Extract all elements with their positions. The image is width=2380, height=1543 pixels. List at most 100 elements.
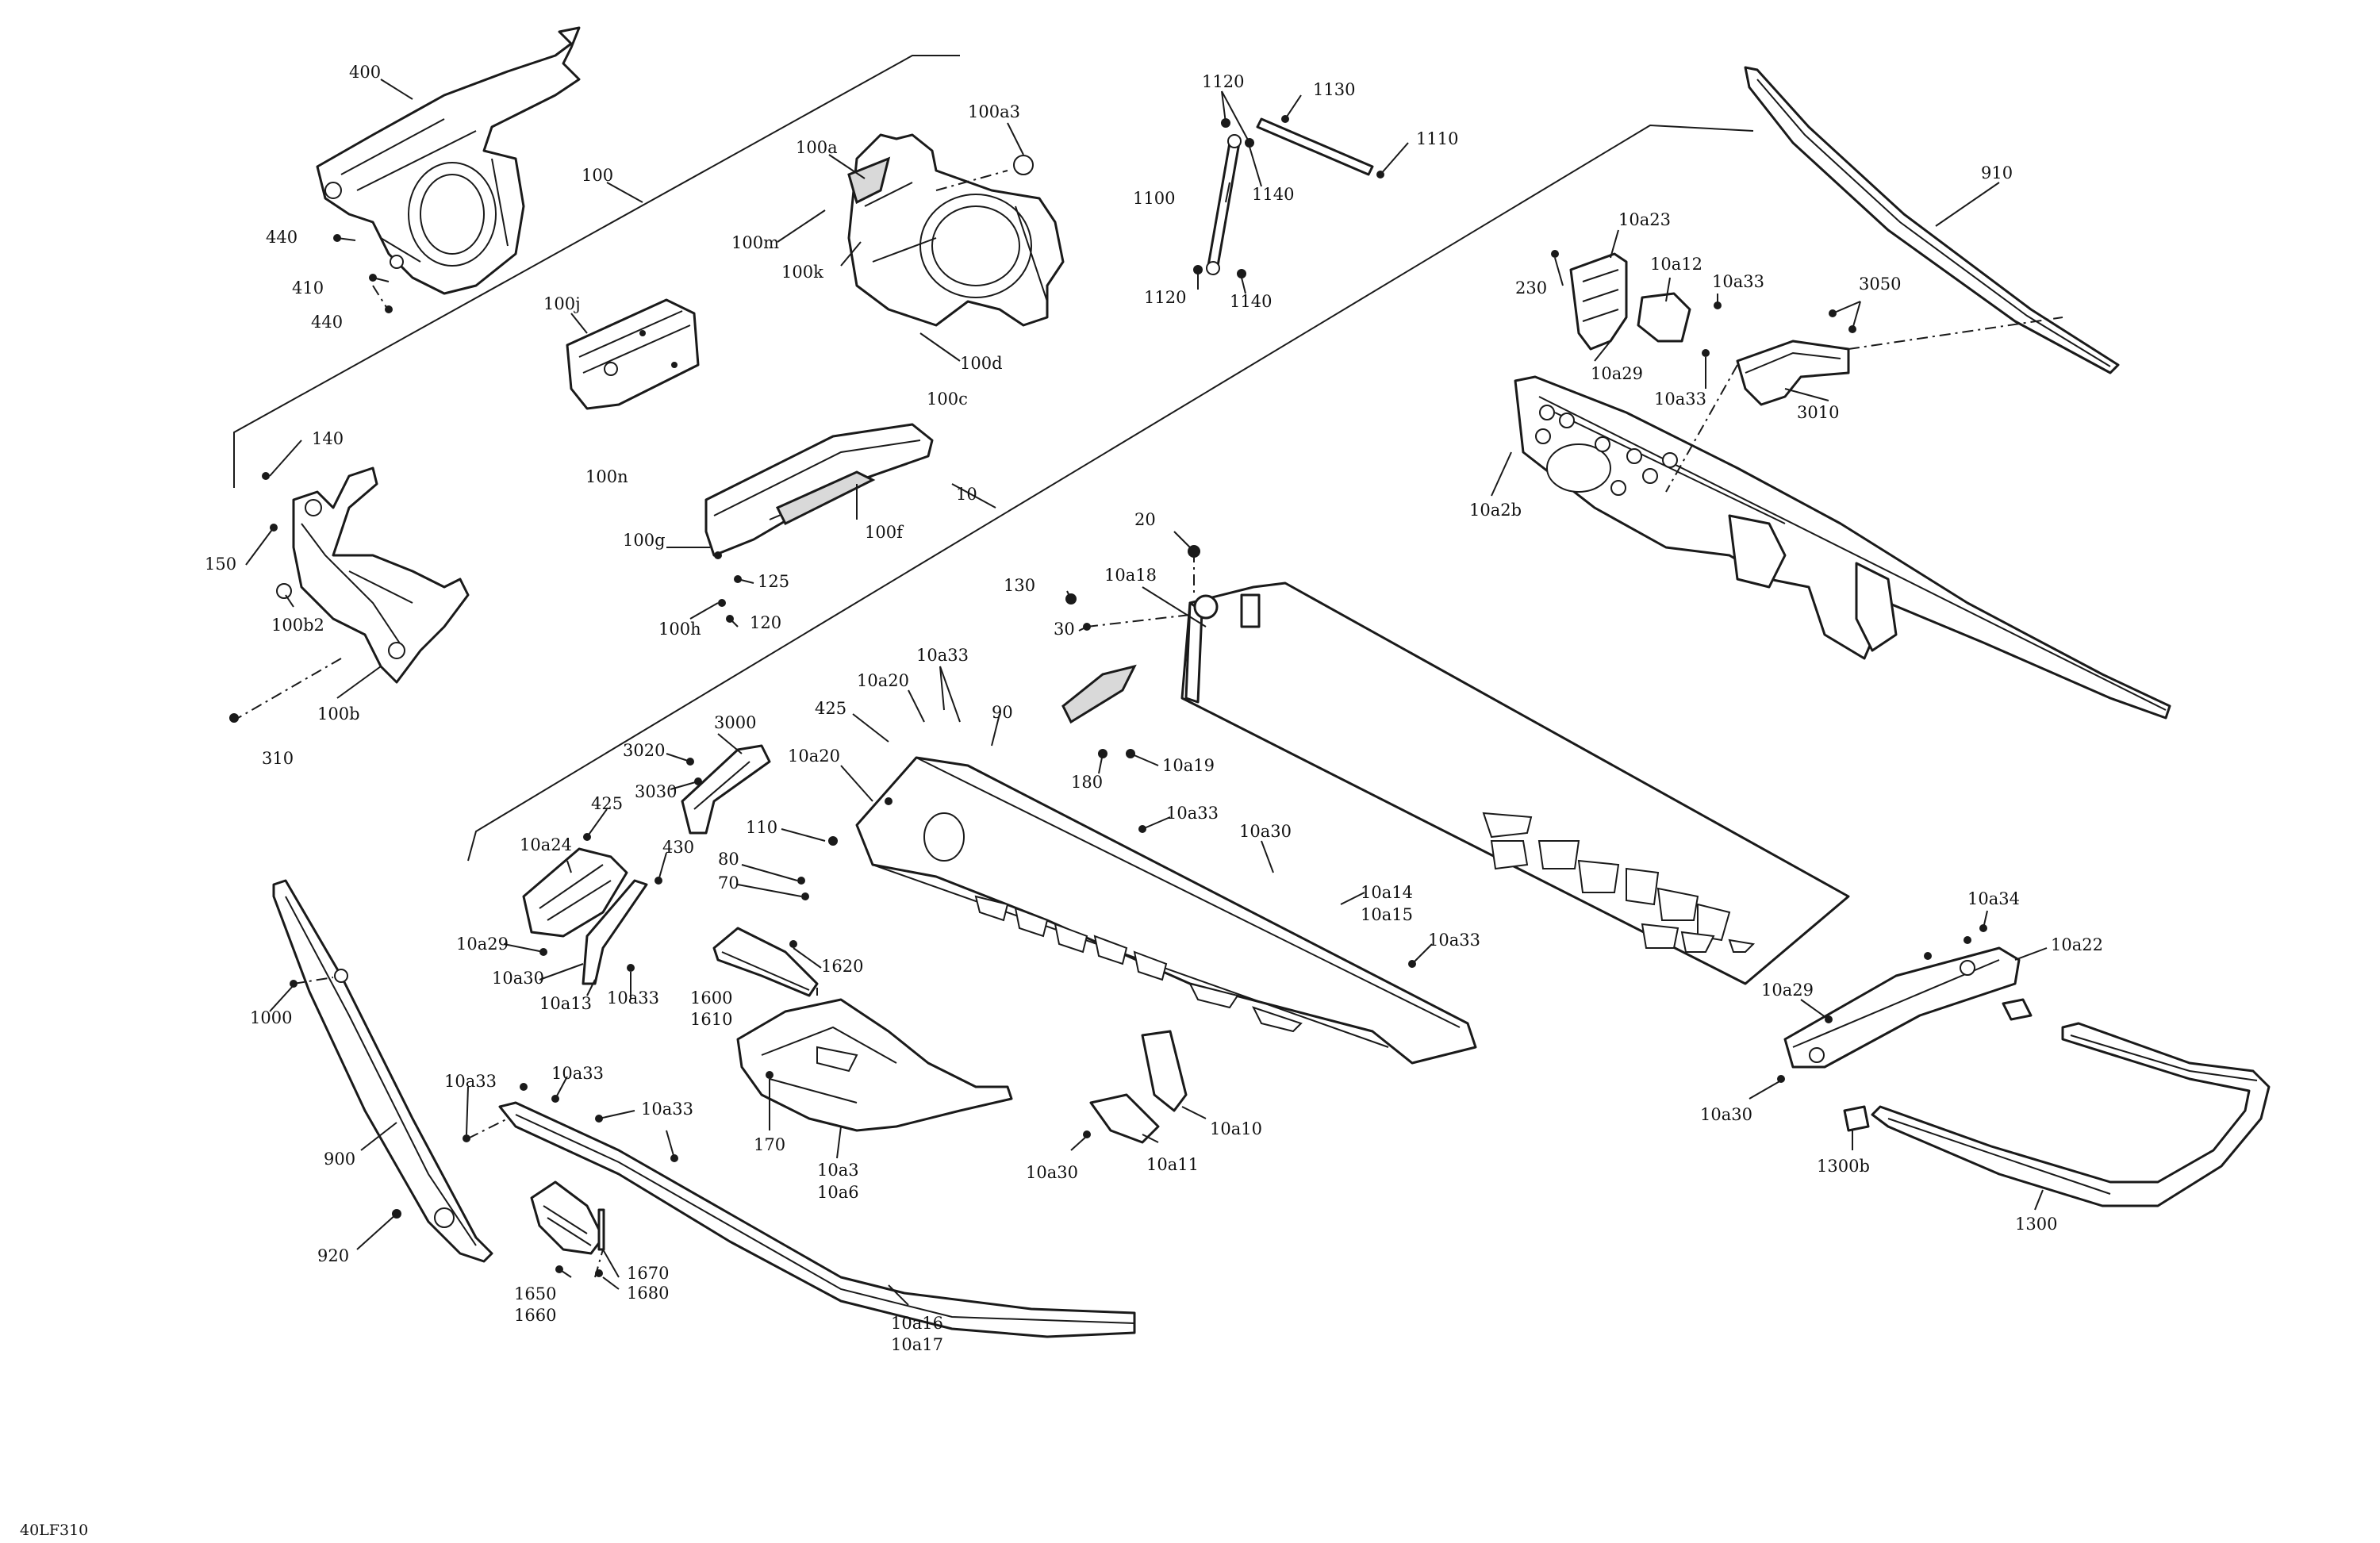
callout-10a29: 10a29 xyxy=(456,935,509,954)
callout-1610: 1610 xyxy=(690,1010,732,1029)
callout-3050: 3050 xyxy=(1859,274,1901,294)
callout-10a12: 10a12 xyxy=(1650,255,1702,274)
callout-10a6: 10a6 xyxy=(817,1183,859,1202)
callout-1620: 1620 xyxy=(821,957,863,976)
part-10a10-bracket xyxy=(1083,1030,1188,1144)
callout-100b2: 100b2 xyxy=(271,616,324,635)
callout-100a: 100a xyxy=(796,138,838,157)
callout-310: 310 xyxy=(262,749,294,768)
callout-3010: 3010 xyxy=(1797,403,1839,422)
callout-900: 900 xyxy=(324,1150,355,1169)
part-100b-bulkhead xyxy=(229,466,470,723)
callout-1120: 1120 xyxy=(1144,288,1186,307)
part-10a23-bracket xyxy=(1551,250,1722,357)
part-3010-bracket xyxy=(1736,309,1856,406)
callout-120: 120 xyxy=(750,613,781,632)
callout-70: 70 xyxy=(718,873,739,892)
callout-1100: 1100 xyxy=(1133,189,1175,208)
callout-20: 20 xyxy=(1134,510,1156,529)
part-100f-bracket xyxy=(704,423,934,623)
tunnel-vents xyxy=(1482,812,1756,953)
callout-10a33: 10a33 xyxy=(641,1100,693,1119)
part-10-left-side-panel xyxy=(797,756,1477,1065)
callout-10a16: 10a16 xyxy=(891,1314,943,1333)
leader-lines xyxy=(245,79,2048,1306)
callout-10a33: 10a33 xyxy=(1712,272,1764,291)
callout-100f: 100f xyxy=(865,523,904,542)
callout-10a19: 10a19 xyxy=(1162,756,1215,775)
callout-10a17: 10a17 xyxy=(891,1335,943,1354)
part-10a22-rear-bracket xyxy=(1777,924,2021,1083)
callout-100h: 100h xyxy=(658,620,701,639)
callout-3000: 3000 xyxy=(714,713,756,732)
part-100-front-frame xyxy=(847,133,1065,327)
part-1600-step xyxy=(712,927,819,997)
callout-110: 110 xyxy=(746,818,777,837)
callout-10a33: 10a33 xyxy=(551,1064,604,1083)
part-910-rail xyxy=(1744,66,2120,374)
callout-400: 400 xyxy=(349,63,381,82)
callout-1650: 1650 xyxy=(514,1284,556,1303)
callout-150: 150 xyxy=(205,555,236,574)
callout-1300: 1300 xyxy=(2015,1215,2057,1234)
callout-10a30: 10a30 xyxy=(1700,1105,1752,1124)
callout-1110: 1110 xyxy=(1416,129,1458,148)
callout-10a29: 10a29 xyxy=(1591,364,1643,383)
callout-1670: 1670 xyxy=(627,1264,669,1283)
callout-80: 80 xyxy=(718,850,739,869)
part-10a2b-side-panel xyxy=(1514,375,2171,720)
part-10a16-running-board xyxy=(463,1083,1136,1338)
callout-10a15: 10a15 xyxy=(1361,905,1413,924)
callout-1660: 1660 xyxy=(514,1306,556,1325)
callout-10a13: 10a13 xyxy=(539,994,592,1013)
part-1650-footrest xyxy=(530,1180,605,1277)
part-10a24-bracket xyxy=(522,833,662,985)
callout-910: 910 xyxy=(1981,163,2013,182)
callout-100c: 100c xyxy=(927,390,968,409)
part-400-column-support xyxy=(316,26,581,295)
callout-10a23: 10a23 xyxy=(1618,210,1671,229)
callout-130: 130 xyxy=(1004,576,1035,595)
callout-10a30: 10a30 xyxy=(1239,822,1292,841)
callout-100a3: 100a3 xyxy=(968,102,1020,121)
centre-lines xyxy=(237,170,2063,1278)
callout-100: 100 xyxy=(582,166,613,185)
callout-10a29: 10a29 xyxy=(1761,981,1814,1000)
callout-1140: 1140 xyxy=(1252,185,1294,204)
callout-1600: 1600 xyxy=(690,988,732,1008)
callout-230: 230 xyxy=(1515,278,1547,297)
callout-140: 140 xyxy=(312,429,344,448)
callout-1140: 1140 xyxy=(1230,292,1272,311)
part-10a3-skid-plate xyxy=(736,998,1013,1132)
callout-100n: 100n xyxy=(585,467,628,486)
callout-100j: 100j xyxy=(543,294,581,313)
callout-10a33: 10a33 xyxy=(1654,390,1706,409)
diagram-code: 40LF310 xyxy=(20,1522,88,1539)
callout-1680: 1680 xyxy=(627,1284,669,1303)
callout-10a30: 10a30 xyxy=(1026,1163,1078,1182)
callout-10a14: 10a14 xyxy=(1361,883,1413,902)
callout-920: 920 xyxy=(317,1246,349,1265)
callout-10a24: 10a24 xyxy=(520,835,572,854)
callout-100k: 100k xyxy=(781,263,823,282)
callout-100d: 100d xyxy=(960,354,1003,373)
callout-10a3: 10a3 xyxy=(817,1161,859,1180)
callout-10a33: 10a33 xyxy=(1428,931,1480,950)
callout-100b: 100b xyxy=(317,704,360,724)
callout-30: 30 xyxy=(1054,620,1075,639)
callout-10a33: 10a33 xyxy=(1166,804,1219,823)
callout-430: 430 xyxy=(662,838,694,857)
callout-100g: 100g xyxy=(623,531,666,550)
callout-10a33: 10a33 xyxy=(916,646,969,665)
callout-180: 180 xyxy=(1071,773,1103,792)
callout-1000: 1000 xyxy=(250,1008,292,1027)
callout-410: 410 xyxy=(292,278,324,297)
part-1300-rear-bumper xyxy=(1843,998,2271,1207)
panel-holes xyxy=(1535,405,1678,496)
callout-3030: 3030 xyxy=(635,782,677,801)
callout-440: 440 xyxy=(266,228,298,247)
callout-10a34: 10a34 xyxy=(1967,889,2020,908)
callout-170: 170 xyxy=(754,1135,785,1154)
callout-425: 425 xyxy=(815,699,846,718)
